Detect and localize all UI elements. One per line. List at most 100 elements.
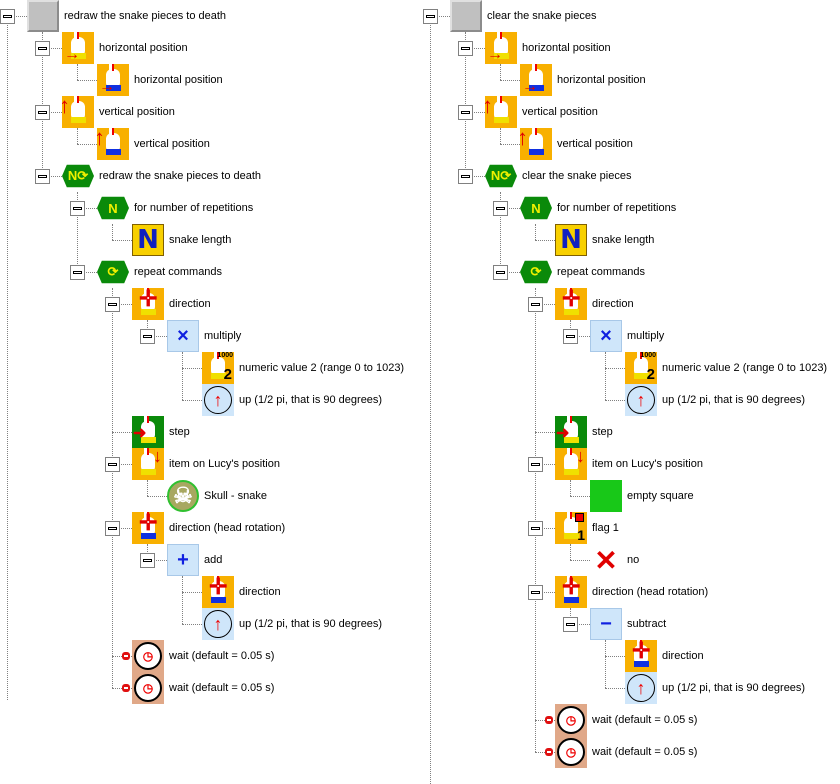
n-square-icon[interactable]: N [555,224,587,256]
clock-up-icon[interactable]: ↑ [625,672,657,704]
node-label[interactable]: up (1/2 pi, that is 90 degrees) [662,682,806,694]
collapse-toggle[interactable] [0,9,15,24]
stopwatch-icon[interactable]: ◷ [132,640,164,672]
node-label[interactable]: repeat commands [134,266,223,278]
node-label[interactable]: horizontal position [134,74,223,86]
direction-icon[interactable]: ✛ [132,288,164,320]
add-icon[interactable]: + [167,544,199,576]
stopwatch-icon[interactable]: ◷ [555,736,587,768]
breakpoint-marker-icon[interactable] [122,684,130,692]
node-label[interactable]: direction [662,650,704,662]
bunny-vertical-icon[interactable]: ↑ [485,96,517,128]
bunny-horizontal-blue-icon[interactable]: → [520,64,552,96]
n-square-icon[interactable]: N [132,224,164,256]
node-label[interactable]: item on Lucy's position [592,458,703,470]
node-label[interactable]: direction (head rotation) [169,522,286,534]
node-label[interactable]: vertical position [522,106,598,118]
collapse-toggle[interactable] [423,9,438,24]
subtract-icon[interactable]: − [590,608,622,640]
clock-up-icon[interactable]: ↑ [202,608,234,640]
color-grid-icon[interactable] [27,0,59,32]
collapse-toggle[interactable] [563,329,578,344]
collapse-toggle[interactable] [140,329,155,344]
collapse-toggle[interactable] [105,297,120,312]
node-label[interactable]: step [592,426,613,438]
node-label[interactable]: clear the snake pieces [487,10,597,22]
collapse-toggle[interactable] [458,105,473,120]
node-label[interactable]: vertical position [99,106,175,118]
node-label[interactable]: wait (default = 0.05 s) [592,714,698,726]
collapse-toggle[interactable] [458,169,473,184]
node-label[interactable]: subtract [627,618,667,630]
node-label[interactable]: up (1/2 pi, that is 90 degrees) [239,618,383,630]
breakpoint-marker-icon[interactable] [545,748,553,756]
stopwatch-icon[interactable]: ◷ [132,672,164,704]
step-icon[interactable]: ➜ [555,416,587,448]
node-label[interactable]: multiply [204,330,242,342]
collapse-toggle[interactable] [493,265,508,280]
node-label[interactable]: direction [239,586,281,598]
bunny-vertical-icon[interactable]: ↑ [62,96,94,128]
node-label[interactable]: direction [592,298,634,310]
node-label[interactable]: wait (default = 0.05 s) [592,746,698,758]
node-label[interactable]: horizontal position [557,74,646,86]
collapse-toggle[interactable] [35,41,50,56]
node-label[interactable]: numeric value 2 (range 0 to 1023) [239,362,405,374]
skull-icon[interactable]: ☠ [167,480,199,512]
bunny-horizontal-icon[interactable]: → [485,32,517,64]
collapse-toggle[interactable] [70,265,85,280]
node-label[interactable]: redraw the snake pieces to death [99,170,262,182]
node-label[interactable]: up (1/2 pi, that is 90 degrees) [239,394,383,406]
collapse-toggle[interactable] [70,201,85,216]
collapse-toggle[interactable] [140,553,155,568]
node-label[interactable]: redraw the snake pieces to death [64,10,227,22]
breakpoint-marker-icon[interactable] [122,652,130,660]
bunny-horizontal-icon[interactable]: → [62,32,94,64]
node-label[interactable]: horizontal position [522,42,611,54]
n-hex-icon[interactable]: N [97,196,129,220]
node-label[interactable]: direction [169,298,211,310]
collapse-toggle[interactable] [528,521,543,536]
collapse-toggle[interactable] [528,457,543,472]
collapse-toggle[interactable] [528,297,543,312]
step-icon[interactable]: ➜ [132,416,164,448]
n-loop-icon[interactable]: N⟳ [62,164,94,188]
node-label[interactable]: flag 1 [592,522,619,534]
collapse-toggle[interactable] [528,585,543,600]
multiply-icon[interactable]: × [167,320,199,352]
collapse-toggle[interactable] [105,457,120,472]
color-grid-icon[interactable] [450,0,482,32]
bunny-vertical-blue-icon[interactable]: ↑ [97,128,129,160]
n-hex-icon[interactable]: N [520,196,552,220]
node-label[interactable]: up (1/2 pi, that is 90 degrees) [662,394,806,406]
direction-head-icon[interactable]: ✛ [132,512,164,544]
node-label[interactable]: wait (default = 0.05 s) [169,682,275,694]
breakpoint-marker-icon[interactable] [545,716,553,724]
item-icon[interactable]: ↓ [132,448,164,480]
node-label[interactable]: numeric value 2 (range 0 to 1023) [662,362,828,374]
node-label[interactable]: repeat commands [557,266,646,278]
node-label[interactable]: vertical position [134,138,210,150]
node-label[interactable]: wait (default = 0.05 s) [169,650,275,662]
direction-head-icon[interactable]: ✛ [202,576,234,608]
empty-square-icon[interactable] [590,480,622,512]
node-label[interactable]: for number of repetitions [557,202,677,214]
multiply-icon[interactable]: × [590,320,622,352]
collapse-toggle[interactable] [493,201,508,216]
collapse-toggle[interactable] [105,521,120,536]
stopwatch-icon[interactable]: ◷ [555,704,587,736]
node-label[interactable]: empty square [627,490,694,502]
node-label[interactable]: Skull - snake [204,490,267,502]
clock-up-icon[interactable]: ↑ [202,384,234,416]
bunny-vertical-blue-icon[interactable]: ↑ [520,128,552,160]
collapse-toggle[interactable] [35,169,50,184]
node-label[interactable]: for number of repetitions [134,202,254,214]
node-label[interactable]: vertical position [557,138,633,150]
node-label[interactable]: clear the snake pieces [522,170,632,182]
node-label[interactable]: step [169,426,190,438]
no-icon[interactable]: ✕ [594,544,618,576]
node-label[interactable]: multiply [627,330,665,342]
node-label[interactable]: no [627,554,640,566]
direction-head-icon[interactable]: ✛ [555,576,587,608]
